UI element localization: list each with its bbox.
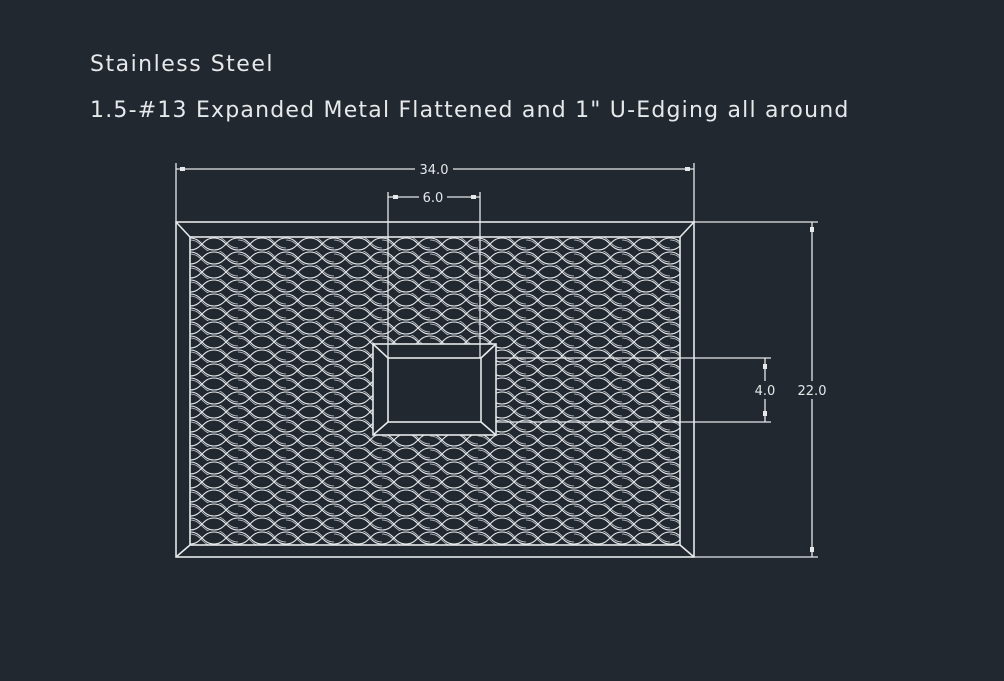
dimension-opening-height: 4.0 [496,357,776,423]
subtitle: 1.5-#13 Expanded Metal Flattened and 1" … [90,98,850,123]
expanded-metal-mesh [190,237,680,545]
dim-label-6: 6.0 [423,191,444,206]
dim-label-34: 34.0 [420,163,449,178]
dim-label-22: 22.0 [798,384,827,399]
title: Stainless Steel [90,52,274,77]
u-edging-frame [175,221,695,558]
dim-label-4: 4.0 [755,384,776,399]
center-opening [372,343,497,436]
dimension-overall-width: 34.0 [175,163,695,222]
dimension-opening-width: 6.0 [387,191,481,358]
dimension-overall-height: 22.0 [694,221,827,558]
